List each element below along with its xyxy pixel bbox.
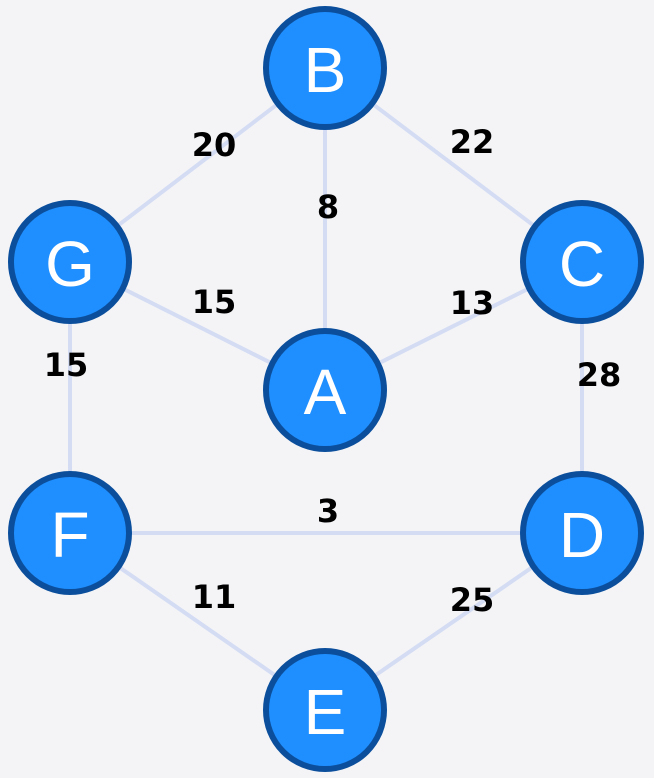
node-circle-f	[8, 471, 132, 595]
node-circle-e	[263, 648, 387, 772]
node-circle-a	[263, 328, 387, 452]
edge-weight-b-g: 20	[192, 126, 237, 164]
node-a: A	[263, 328, 387, 452]
node-circle-c	[520, 200, 644, 324]
node-label-a: A	[304, 356, 347, 428]
edge-weight-g-f: 15	[44, 346, 89, 384]
edge-weight-d-e: 25	[450, 581, 495, 619]
node-circle-g	[8, 200, 132, 324]
edge-weight-f-e: 11	[192, 578, 237, 616]
node-f: F	[8, 471, 132, 595]
edge-weight-b-c: 22	[450, 123, 495, 161]
node-e: E	[263, 648, 387, 772]
node-label-b: B	[304, 34, 347, 106]
edge-weight-c-a: 13	[450, 284, 495, 322]
node-circle-d	[520, 471, 644, 595]
node-label-d: D	[559, 499, 605, 571]
nodes-layer: A B C D E F G	[8, 6, 644, 772]
edge-weight-b-a: 8	[317, 188, 339, 226]
node-c: C	[520, 200, 644, 324]
node-label-g: G	[45, 228, 95, 300]
edge-weights-layer: 20 22 8 15 13 15 28 3 11 25	[44, 123, 622, 619]
edge-weight-g-a: 15	[192, 283, 237, 321]
node-circle-b	[263, 6, 387, 130]
node-label-c: C	[559, 228, 605, 300]
edge-weight-f-d: 3	[317, 492, 339, 530]
node-d: D	[520, 471, 644, 595]
node-g: G	[8, 200, 132, 324]
node-label-f: F	[50, 499, 89, 571]
node-b: B	[263, 6, 387, 130]
edge-weight-c-d: 28	[577, 356, 622, 394]
node-label-e: E	[304, 676, 347, 748]
